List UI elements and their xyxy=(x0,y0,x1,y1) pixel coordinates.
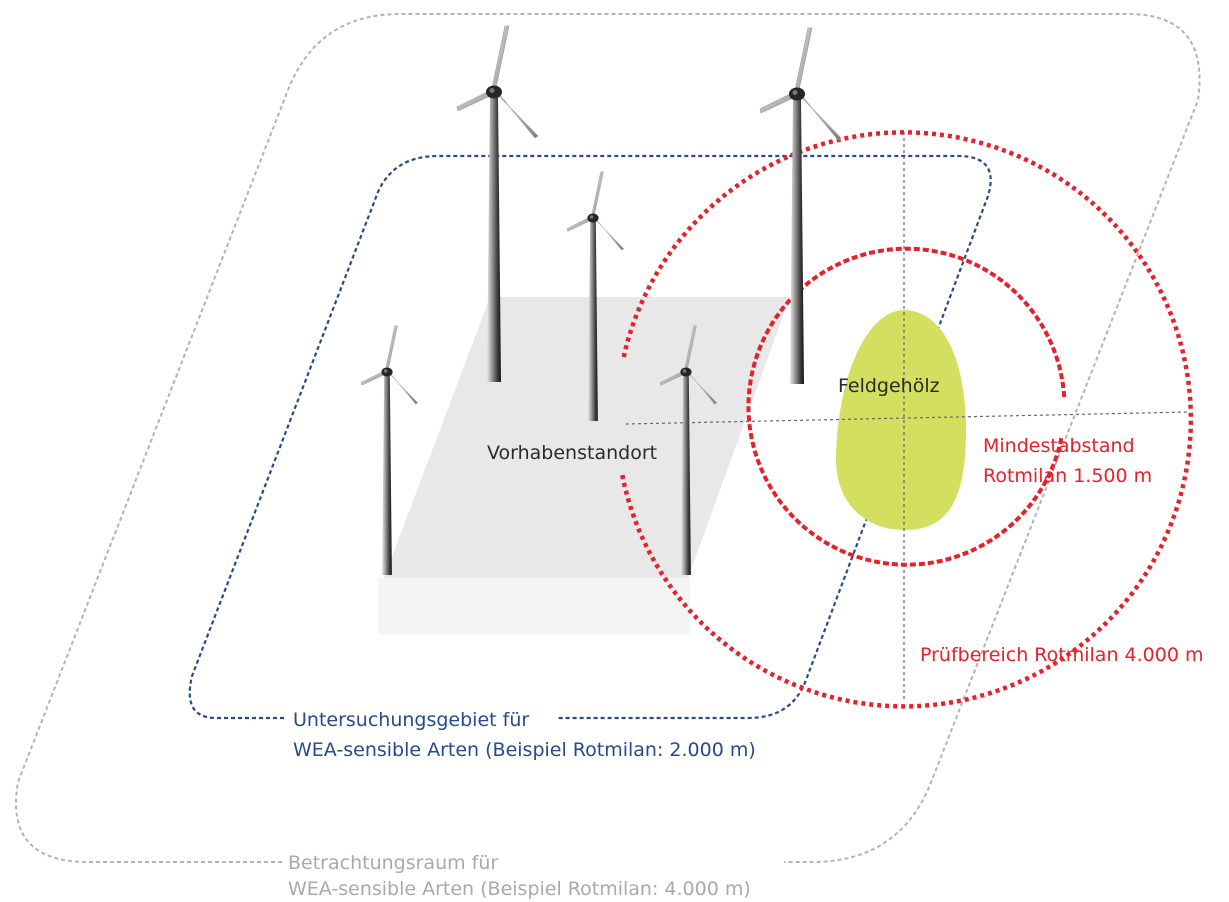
betrachtungsraum-label-line2: WEA-sensible Arten (Beispiel Rotmilan: 4… xyxy=(288,878,751,900)
mindestabstand-circle xyxy=(746,246,1067,567)
untersuchungsgebiet-outline xyxy=(188,154,992,720)
untersuchungsgebiet-label-line1: Untersuchungsgebiet für xyxy=(293,709,530,731)
mindestabstand-label-line2: Rotmilan 1.500 m xyxy=(983,465,1153,487)
mindestabstand-label-line1: Mindestabstand xyxy=(983,435,1135,457)
untersuchungsgebiet-label-line2: WEA-sensible Arten (Beispiel Rotmilan: 2… xyxy=(293,739,756,761)
vorhabenstandort-label: Vorhabenstandort xyxy=(487,442,658,464)
feldgeholz-area xyxy=(836,310,966,530)
pruefbereich-label: Prüfbereich Rotmilan 4.000 m xyxy=(920,644,1204,666)
betrachtungsraum-label-line1: Betrachtungsraum für xyxy=(288,852,499,874)
plane-shadow xyxy=(378,578,690,634)
pruefbereich-circle xyxy=(620,130,1194,709)
vorhabenstandort-area xyxy=(384,297,790,578)
feldgeholz-label: Feldgehölz xyxy=(838,375,940,397)
crosshair-horizontal xyxy=(625,411,1191,425)
